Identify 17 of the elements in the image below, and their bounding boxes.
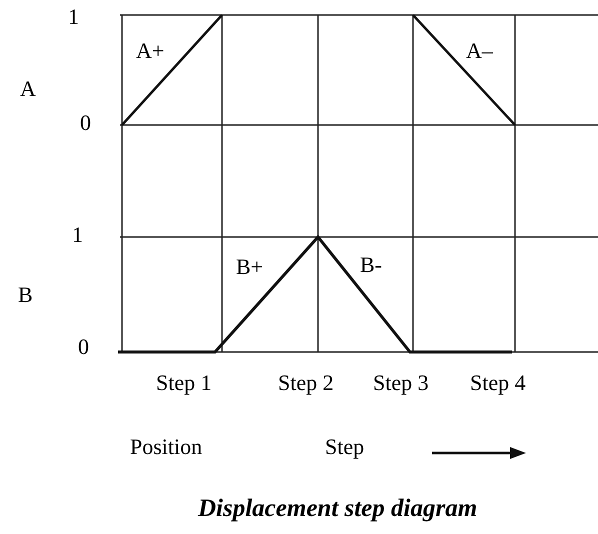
- axis-label: B: [18, 284, 33, 306]
- axis-label: A: [20, 78, 36, 100]
- axis-label: Step: [325, 436, 364, 458]
- axis-label: B+: [236, 256, 264, 278]
- axis-label: B-: [360, 254, 382, 276]
- caption: Displacement step diagram: [198, 496, 478, 521]
- axis-label: A+: [136, 40, 164, 62]
- axis-label: 0: [78, 336, 89, 358]
- axis-label: Step 2: [278, 372, 334, 394]
- axis-label: 1: [72, 224, 83, 246]
- axis-label: 1: [68, 6, 79, 28]
- axis-label: Position: [130, 436, 202, 458]
- axis-label: A–: [466, 40, 493, 62]
- axis-label: 0: [80, 112, 91, 134]
- axis-label: Step 3: [373, 372, 429, 394]
- axis-label: Step 4: [470, 372, 526, 394]
- axis-label: Step 1: [156, 372, 212, 394]
